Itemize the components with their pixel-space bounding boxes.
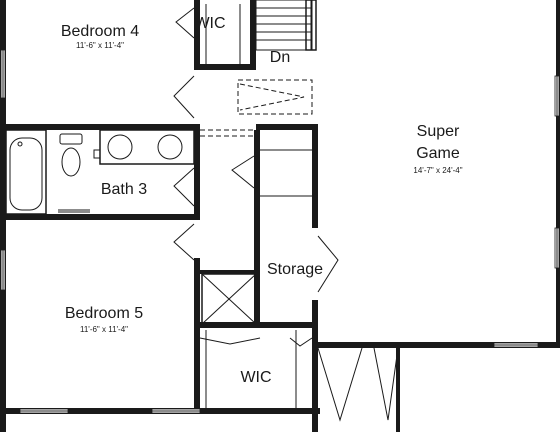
linen-closet <box>201 273 257 325</box>
interior-walls <box>0 0 318 432</box>
stairs-label: Dn <box>270 49 290 66</box>
closet-shelves <box>205 4 312 408</box>
wic-top-name: WIC <box>194 15 225 32</box>
super-game-name-2: Game <box>416 145 460 162</box>
doors <box>173 7 400 432</box>
storage-name: Storage <box>267 261 323 278</box>
bedroom5-dims: 11'-6" x 11'-4" <box>80 325 128 334</box>
windows <box>0 49 560 414</box>
super-game-dims: 14'-7" x 24'-4" <box>413 166 462 175</box>
bath3-name: Bath 3 <box>101 181 147 198</box>
super-game-name-1: Super <box>417 123 460 140</box>
stairs <box>200 0 317 137</box>
bath-fixtures <box>5 129 195 215</box>
wic-bottom-name: WIC <box>240 369 271 386</box>
bedroom5-name: Bedroom 5 <box>65 305 143 322</box>
bedroom4-name: Bedroom 4 <box>61 23 139 40</box>
bedroom4-dims: 11'-6" x 11'-4" <box>76 41 124 50</box>
